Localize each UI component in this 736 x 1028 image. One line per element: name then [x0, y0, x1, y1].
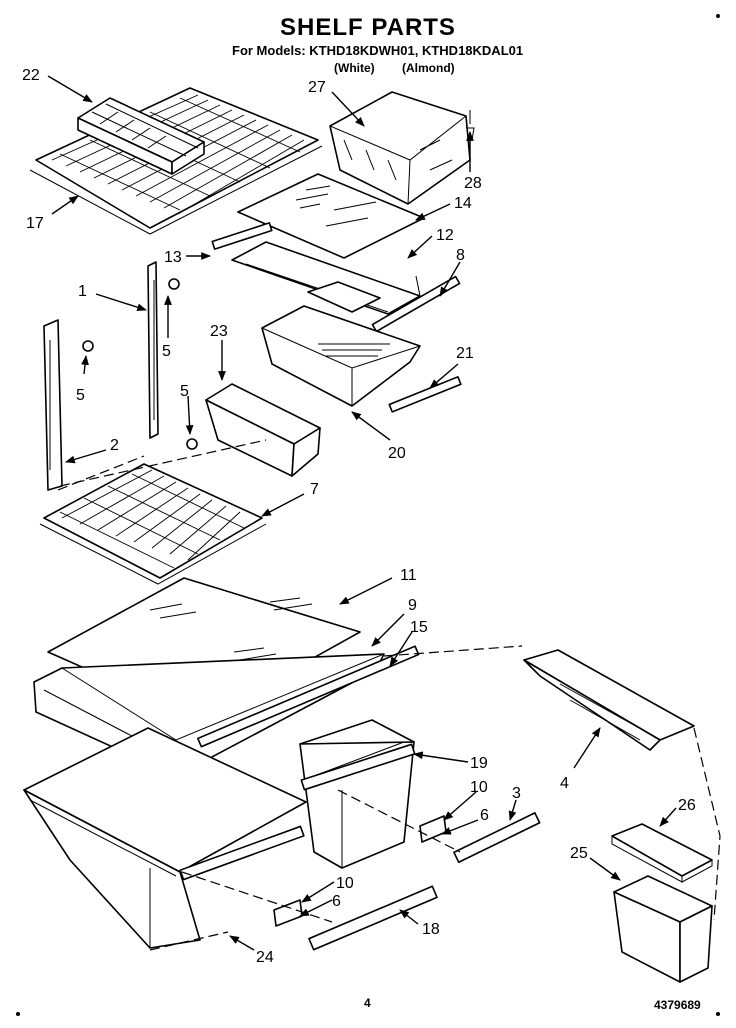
door-bin [205, 383, 321, 477]
shelf-supports [43, 261, 198, 491]
callout-25: 25 [570, 845, 588, 862]
callout-23: 23 [210, 323, 228, 340]
callout-10-left: 10 [336, 875, 354, 892]
leader-lines [47, 75, 677, 951]
callout-19: 19 [470, 755, 488, 772]
registration-mark [16, 1012, 20, 1016]
callout-14: 14 [454, 195, 472, 212]
callout-5-upper: 5 [162, 343, 171, 360]
callout-3: 3 [512, 785, 521, 802]
callout-11: 11 [400, 567, 417, 584]
crisper-drawer-right [299, 719, 416, 869]
callout-27: 27 [308, 79, 326, 96]
callout-10-right: 10 [470, 779, 488, 796]
callout-1: 1 [78, 283, 87, 300]
callout-5-lower: 5 [180, 383, 189, 400]
callout-12: 12 [436, 227, 454, 244]
callout-8: 8 [456, 247, 465, 264]
page-number: 4 [364, 996, 371, 1010]
callout-13: 13 [164, 249, 182, 266]
callout-15: 15 [410, 619, 428, 636]
wire-shelf-lower [39, 463, 267, 585]
callout-22: 22 [22, 67, 40, 84]
drawer-rails [273, 812, 541, 951]
callout-6-left: 6 [332, 893, 341, 910]
callout-20: 20 [388, 445, 406, 462]
document-number: 4379689 [654, 998, 701, 1012]
callout-4: 4 [560, 775, 569, 792]
callout-6-right: 6 [480, 807, 489, 824]
callout-24: 24 [256, 949, 274, 966]
variant-white-label: (White) [334, 61, 375, 75]
callout-28: 28 [464, 175, 482, 192]
callout-2: 2 [110, 437, 119, 454]
diagram-title: SHELF PARTS [280, 14, 456, 41]
model-numbers: For Models: KTHD18KDWH01, KTHD18KDAL01 [232, 43, 524, 58]
callout-26: 26 [678, 797, 696, 814]
variant-almond-label: (Almond) [402, 61, 455, 75]
callout-17: 17 [26, 215, 44, 232]
door-shelf [523, 649, 695, 751]
deli-drawer [261, 281, 462, 413]
crisper-drawer-left [23, 727, 307, 949]
ice-tray [77, 97, 205, 175]
butter-bin [613, 875, 713, 983]
registration-mark [716, 1012, 720, 1016]
callout-18: 18 [422, 921, 440, 938]
callout-9: 9 [408, 597, 417, 614]
callout-5-left: 5 [76, 387, 85, 404]
assembly-lines [57, 439, 721, 951]
registration-mark [716, 14, 720, 18]
butter-bin-lid [611, 823, 713, 883]
callout-21: 21 [456, 345, 474, 362]
callout-7: 7 [310, 481, 319, 498]
